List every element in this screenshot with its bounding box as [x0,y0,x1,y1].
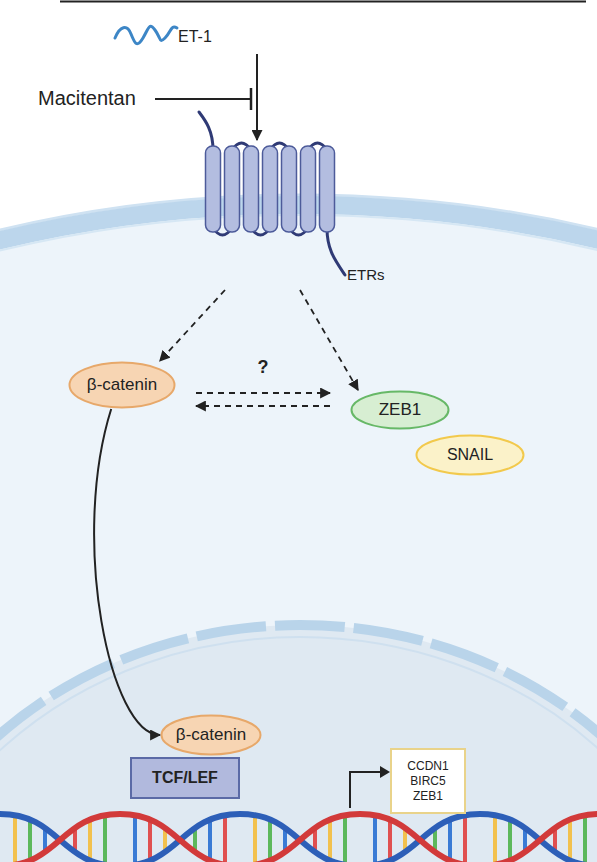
transcription-factor-box: TCF/LEF [130,757,240,799]
dna-rung [148,822,152,858]
dna-rung [103,816,107,862]
ligand: ET-1 [110,18,260,54]
protein-oval: ZEB1 [350,390,450,430]
oval-outline [352,392,449,429]
dna-rung [328,822,332,858]
transmembrane-helix [320,146,335,232]
oval-outline [417,436,524,475]
dna-rung [73,830,77,850]
dna-rung [553,830,557,850]
transmembrane-helix [263,146,278,232]
gene-box: CCDN1 BIRC5 ZEB1 [390,748,466,814]
node-label: β-catenin [176,724,246,745]
dashed-arrow [300,290,358,390]
membrane-inner [0,215,597,862]
membrane-outer [0,195,597,862]
nuclear-envelope-inner [0,637,597,862]
inhibition-bar [250,88,253,110]
protein-oval: β-catenin [160,714,262,756]
peptide-squiggle [115,26,177,43]
dna-rung [133,816,137,862]
node-label: CCDN1 BIRC5 ZEB1 [402,759,454,804]
cell-membrane [0,205,597,862]
nuclear-envelope [0,625,597,862]
n-terminus [199,112,213,150]
dashed-arrow [196,405,330,407]
edge-label: ? [258,357,269,378]
node-label: ETRs [347,266,385,285]
dna-rung [43,830,47,850]
dna-rung [313,830,317,850]
dna-rung [388,822,392,858]
dna-rung [583,816,587,862]
c-terminus [327,228,345,275]
transmembrane-helix [225,146,240,232]
dna-rung [28,822,32,858]
dashed-arrow [196,392,330,394]
node-label: ZEB1 [379,399,422,420]
dna-rung [493,816,497,862]
dashed-arrow [160,290,225,361]
oval-outline [162,716,261,755]
dna-rung [283,830,287,850]
node-label: β-catenin [87,374,157,395]
node-label: SNAIL [447,445,493,465]
dna-rung [268,822,272,858]
node-label: ET-1 [178,27,212,47]
dna-helix [0,814,597,862]
dna-rung [523,830,527,850]
dna-rung [193,830,197,850]
top-rule [60,1,586,3]
oval-outline [70,363,175,408]
dna-rung [13,816,17,862]
box-outline [391,749,465,813]
dna-rung [403,830,407,850]
dna-rung [373,816,377,862]
drug-label: Macitentan [38,87,136,110]
transmembrane-helix [206,146,221,232]
transmembrane-helix [301,146,316,232]
dna-strand [0,814,597,862]
dna-strand [0,814,597,862]
transcription-arrow [350,772,380,808]
transmembrane-helix [282,146,297,232]
node-label: TCF/LEF [152,768,218,788]
dna-rung [343,816,347,862]
protein-oval: β-catenin [68,361,176,409]
transcription-arrowhead [380,766,390,778]
protein-oval: SNAIL [415,434,525,476]
dna-rung [208,822,212,858]
dna-rung [223,816,227,862]
signal-arrow [94,409,160,735]
dna-rung [463,816,467,862]
transmembrane-helix [244,146,259,232]
box-outline [131,758,239,798]
dna-rung [253,816,257,862]
dna-rung [508,822,512,858]
signal-arrow [256,54,258,140]
dna-rung [163,830,167,850]
dna-rung [433,830,437,850]
dna-rung [448,822,452,858]
inhibition-line [155,98,250,100]
dna-rung [568,822,572,858]
dna-rung [88,822,92,858]
receptor: ETRs [195,140,395,290]
